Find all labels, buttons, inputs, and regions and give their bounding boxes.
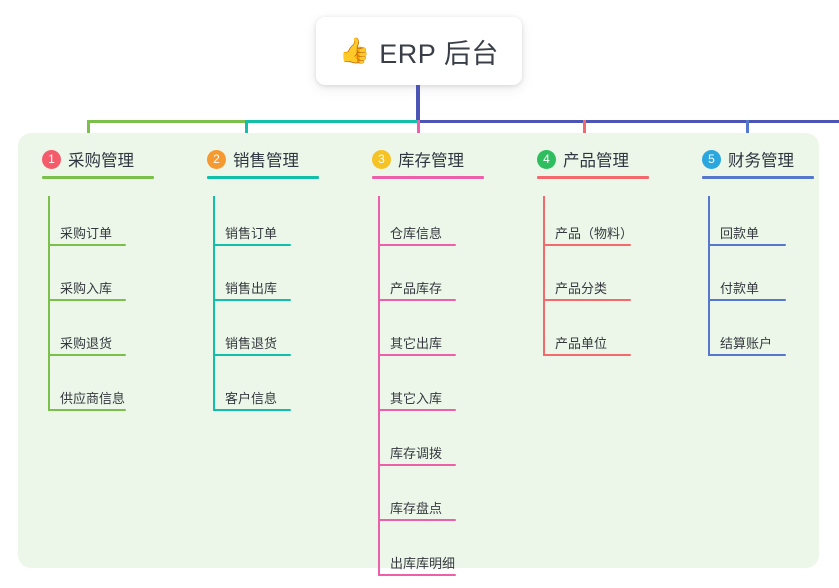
leaf-item-rule	[48, 354, 126, 356]
column-header-1[interactable]: 1 采购管理	[38, 146, 134, 172]
leaf-item-label: 销售出库	[225, 281, 278, 296]
leaf-item-label: 结算账户	[720, 336, 773, 351]
column-title-5: 财务管理	[728, 152, 794, 170]
trunk-segment-indigo	[417, 120, 839, 123]
leaf-item-rule	[378, 519, 456, 521]
column-spine-4	[543, 196, 545, 356]
leaf-item-label: 其它入库	[390, 391, 443, 406]
leaf-item-label: 产品分类	[555, 281, 608, 296]
leaf-item-label: 供应商信息	[60, 391, 126, 406]
leaf-item-label: 产品库存	[390, 281, 443, 296]
leaf-item-label: 客户信息	[225, 391, 278, 406]
column-5: 5 财务管理回款单付款单结算账户	[698, 146, 814, 356]
column-title-1: 采购管理	[68, 152, 134, 170]
leaf-item-rule	[378, 574, 456, 576]
column-rule-3	[372, 176, 484, 179]
leaf-item-rule	[708, 354, 786, 356]
column-rule-2	[207, 176, 319, 179]
leaf-item-label: 采购订单	[60, 226, 113, 241]
column-badge-4: 4	[537, 149, 556, 169]
leaf-item-rule	[213, 354, 291, 356]
column-badge-1: 1	[42, 149, 61, 169]
leaf-item-label: 产品（物料）	[555, 226, 634, 241]
column-1: 1 采购管理采购订单采购入库采购退货供应商信息	[38, 146, 154, 411]
leaf-item-rule	[213, 299, 291, 301]
column-title-3: 库存管理	[398, 152, 464, 170]
column-header-4[interactable]: 4 产品管理	[533, 146, 629, 172]
leaf-item-label: 出库库明细	[390, 556, 456, 571]
leaf-item-label: 销售订单	[225, 226, 278, 241]
leaf-item-label: 库存调拨	[390, 446, 443, 461]
column-rule-1	[42, 176, 154, 179]
leaf-item-rule	[378, 299, 456, 301]
thumbs-up-icon: 👍	[339, 36, 371, 65]
leaf-item-label: 付款单	[720, 281, 760, 296]
root-node-title: ERP 后台	[379, 38, 499, 69]
column-title-4: 产品管理	[563, 152, 629, 170]
column-spine-5	[708, 196, 710, 356]
column-4: 4 产品管理产品（物料） 产品分类产品单位	[533, 146, 649, 356]
column-title-2: 销售管理	[233, 152, 299, 170]
leaf-item-rule	[543, 354, 631, 356]
column-badge-3: 3	[372, 149, 391, 169]
leaf-item-rule	[48, 299, 126, 301]
leaf-item-rule	[48, 244, 126, 246]
column-spine-1	[48, 196, 50, 411]
leaf-item-rule	[378, 409, 456, 411]
column-header-2[interactable]: 2 销售管理	[203, 146, 299, 172]
leaf-item-label: 采购退货	[60, 336, 113, 351]
column-badge-2: 2	[207, 149, 226, 169]
column-spine-3	[378, 196, 380, 576]
leaf-item-label: 采购入库	[60, 281, 113, 296]
leaf-item-label: 库存盘点	[390, 501, 443, 516]
column-header-3[interactable]: 3 库存管理	[368, 146, 464, 172]
leaf-item-rule	[378, 244, 456, 246]
leaf-item-label: 仓库信息	[390, 226, 443, 241]
root-stem-line	[416, 85, 420, 122]
leaf-item-rule	[213, 244, 291, 246]
column-2: 2 销售管理销售订单销售出库销售退货客户信息	[203, 146, 319, 411]
leaf-item-rule	[708, 299, 786, 301]
leaf-item-label: 销售退货	[225, 336, 278, 351]
trunk-segment-green	[87, 120, 245, 123]
leaf-item-rule	[378, 464, 456, 466]
column-3: 3 库存管理仓库信息产品库存其它出库其它入库库存调拨库存盘点出库库明细	[368, 146, 484, 576]
leaf-item-rule	[543, 244, 631, 246]
leaf-item-rule	[378, 354, 456, 356]
leaf-item-rule	[708, 244, 786, 246]
column-header-5[interactable]: 5 财务管理	[698, 146, 794, 172]
leaf-item-label: 回款单	[720, 226, 760, 241]
diagram-panel	[18, 133, 819, 568]
leaf-item-rule	[213, 409, 291, 411]
leaf-item-label: 产品单位	[555, 336, 608, 351]
column-badge-5: 5	[702, 149, 721, 169]
leaf-item-rule	[48, 409, 126, 411]
trunk-segment-teal	[245, 120, 417, 123]
leaf-item-label: 其它出库	[390, 336, 443, 351]
root-node-card[interactable]: 👍 ERP 后台	[316, 17, 522, 85]
leaf-item-rule	[543, 299, 631, 301]
column-rule-5	[702, 176, 814, 179]
column-rule-4	[537, 176, 649, 179]
column-spine-2	[213, 196, 215, 411]
